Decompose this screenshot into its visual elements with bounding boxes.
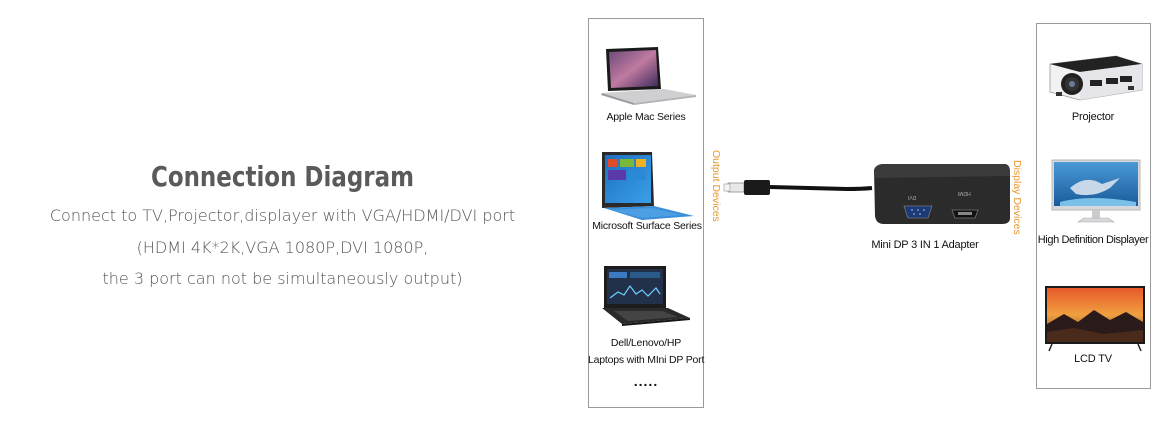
display-device-label-tv: LCD TV xyxy=(1074,353,1112,365)
output-devices-label: Output Devices xyxy=(710,150,722,222)
macbook-icon xyxy=(601,47,696,105)
windows-laptop-icon xyxy=(602,266,690,326)
intro-section: Connection Diagram Connect to TV,Project… xyxy=(0,0,570,430)
output-device-label-surface: Microsoft Surface Series xyxy=(592,220,702,232)
output-device-label-dell-line2: Laptops with MIni DP Port xyxy=(588,354,705,366)
adapter-port-label-hdmi: HDMI xyxy=(958,190,971,196)
projector-icon xyxy=(1049,55,1143,101)
adapter-label: Mini DP 3 IN 1 Adapter xyxy=(871,239,979,251)
more-devices-ellipsis: ..... xyxy=(633,373,659,389)
display-devices-label: Display Devices xyxy=(1011,160,1023,235)
description-line-3: the 3 port can not be simultaneously out… xyxy=(102,269,463,288)
description-line-1: Connect to TV,Projector,displayer with V… xyxy=(49,206,516,225)
display-device-label-monitor: High Definition Displayer xyxy=(1037,234,1149,246)
description-line-2: (HDMI 4K*2K,VGA 1080P,DVI 1080P, xyxy=(136,238,429,257)
output-device-label-dell-line1: Dell/Lenovo/HP xyxy=(610,337,682,349)
display-device-label-projector: Projector xyxy=(1071,111,1115,123)
surface-tablet-icon xyxy=(602,152,694,220)
diagram-title: Connection Diagram xyxy=(150,160,415,193)
output-device-label-mac: Apple Mac Series xyxy=(606,111,686,123)
mini-dp-adapter-icon xyxy=(723,164,1010,224)
adapter-port-label-dvi: DVI xyxy=(908,194,917,200)
monitor-icon xyxy=(1051,159,1141,223)
lcd-tv-icon xyxy=(1045,286,1145,352)
